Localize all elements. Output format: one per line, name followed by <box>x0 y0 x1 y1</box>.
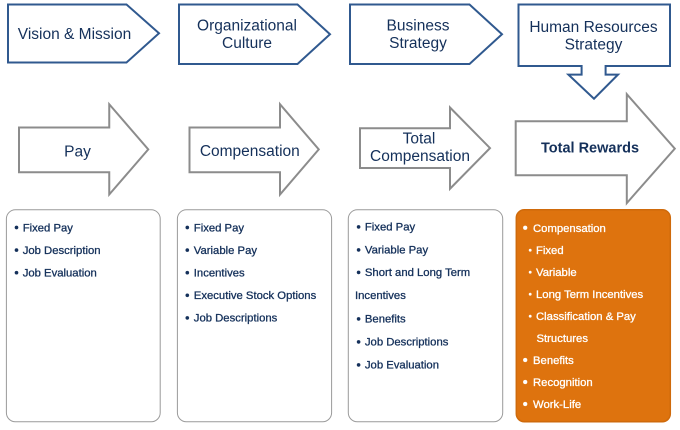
svg-text:Strategy: Strategy <box>565 36 623 53</box>
svg-text:Variable Pay: Variable Pay <box>365 245 429 257</box>
svg-text:Business: Business <box>387 18 450 35</box>
svg-text:Job Descriptions: Job Descriptions <box>365 337 449 349</box>
svg-text:Benefits: Benefits <box>533 355 574 367</box>
svg-text:Long Term Incentives: Long Term Incentives <box>536 289 644 301</box>
svg-text:Short and Long Term: Short and Long Term <box>365 267 470 279</box>
svg-text:Benefits: Benefits <box>365 314 406 326</box>
svg-text:Work-Life: Work-Life <box>533 399 581 411</box>
svg-text:Compensation: Compensation <box>533 223 606 235</box>
svg-text:Culture: Culture <box>222 35 272 52</box>
svg-text:Organizational: Organizational <box>197 18 297 35</box>
svg-text:Executive Stock Options: Executive Stock Options <box>194 290 317 302</box>
svg-text:Strategy: Strategy <box>389 35 447 52</box>
svg-text:Pay: Pay <box>64 144 91 161</box>
svg-text:Compensation: Compensation <box>200 143 300 160</box>
svg-text:Classification & Pay: Classification & Pay <box>536 311 636 323</box>
svg-text:Vision & Mission: Vision & Mission <box>18 26 131 43</box>
svg-text:Incentives: Incentives <box>355 290 406 302</box>
svg-text:Fixed Pay: Fixed Pay <box>194 222 245 234</box>
svg-text:Incentives: Incentives <box>194 268 245 280</box>
svg-text:Job Description: Job Description <box>23 245 101 257</box>
svg-text:Recognition: Recognition <box>533 377 593 389</box>
svg-text:Variable Pay: Variable Pay <box>194 245 258 257</box>
svg-text:Fixed: Fixed <box>536 245 564 257</box>
svg-text:Job Evaluation: Job Evaluation <box>365 360 439 372</box>
svg-text:Total: Total <box>403 131 436 148</box>
svg-text:Total Rewards: Total Rewards <box>541 141 639 157</box>
svg-text:Fixed Pay: Fixed Pay <box>365 222 416 234</box>
svg-text:Variable: Variable <box>536 267 577 279</box>
svg-text:Human Resources: Human Resources <box>529 19 658 36</box>
svg-text:Fixed Pay: Fixed Pay <box>23 222 74 234</box>
svg-text:Job Descriptions: Job Descriptions <box>194 313 278 325</box>
svg-text:Compensation: Compensation <box>370 148 470 165</box>
svg-text:Job Evaluation: Job Evaluation <box>23 268 97 280</box>
svg-text:Structures: Structures <box>537 333 589 345</box>
